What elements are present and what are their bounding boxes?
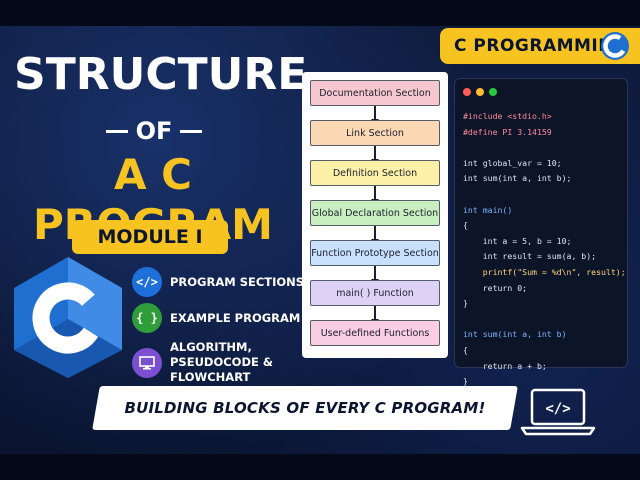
feature-label: ALGORITHM, PSEUDOCODE & FLOWCHART [170, 340, 273, 384]
title-of-rule-right [180, 129, 203, 133]
flow-arrow [371, 266, 379, 284]
code-line: } [463, 376, 468, 387]
code-line: ​ [463, 140, 625, 156]
code-tag-icon: </> [132, 267, 162, 297]
flow-section-user-defined: User-defined Functions [310, 320, 440, 346]
code-line: } [463, 298, 468, 309]
flow-arrow [371, 186, 379, 204]
code-line: int result = sum(a, b); [463, 251, 597, 262]
flow-section-documentation: Documentation Section [310, 80, 440, 106]
code-line: { [463, 220, 468, 231]
banner-text: BUILDING BLOCKS OF EVERY C PROGRAM! [124, 399, 486, 417]
code-line: #define PI 3.14159 [463, 126, 552, 137]
code-line: int global_var = 10; [463, 157, 562, 168]
flow-section-link: Link Section [310, 120, 440, 146]
code-line: printf("Sum = %d\n", result); [463, 266, 626, 277]
window-maximize-dot [489, 88, 497, 96]
curly-braces-icon: { } [132, 303, 162, 333]
c-programming-badge: C PROGRAMMING [440, 28, 640, 64]
window-close-dot [463, 88, 471, 96]
flow-section-main: main( ) Function [310, 280, 440, 306]
code-line: int a = 5, b = 10; [463, 235, 572, 246]
monitor-glyph [139, 355, 155, 369]
code-line: #include <stdio.h> [463, 111, 552, 121]
code-line: int sum(int a, int b) [463, 329, 567, 340]
code-editor-window: #include <stdio.h>#define PI 3.14159​int… [454, 78, 628, 386]
code-line: ​ [463, 187, 625, 203]
flow-section-function-prototype: Function Prototype Section [310, 240, 440, 266]
title-of: OF [100, 117, 208, 145]
letterbox-bottom [0, 454, 640, 480]
flow-section-global-declaration: Global Declaration Section [310, 200, 440, 226]
code-listing: #include <stdio.h>#define PI 3.14159​int… [463, 109, 626, 390]
monitor-icon [132, 347, 162, 378]
feature-label: PROGRAM SECTIONS [170, 274, 305, 289]
laptop-code-icon: </> [520, 388, 596, 436]
window-minimize-dot [476, 88, 484, 96]
feature-example-program: { } EXAMPLE PROGRAM [132, 303, 310, 333]
flow-arrow [371, 106, 379, 124]
flow-arrow [371, 306, 379, 324]
flow-arrow [371, 226, 379, 244]
letterbox-top [0, 0, 640, 26]
title-of-text: OF [135, 117, 173, 145]
c-language-hexagon-logo-icon [14, 257, 122, 378]
flow-arrow [371, 146, 379, 164]
code-line: return a + b; [463, 360, 547, 371]
module-badge: MODULE I [72, 220, 228, 254]
flow-section-definition: Definition Section [310, 160, 440, 186]
c-language-logo-icon [601, 32, 629, 60]
laptop-glyph: </> [545, 401, 570, 417]
code-line: ​ [463, 312, 625, 328]
flowchart-panel: Documentation Section Link Section Defin… [302, 72, 448, 358]
code-line: int main() [463, 204, 513, 215]
feature-label: EXAMPLE PROGRAM [170, 310, 301, 325]
code-line: { [463, 344, 468, 355]
badge-label: C PROGRAMMING [454, 36, 628, 56]
code-line: int sum(int a, int b); [463, 173, 572, 184]
feature-algorithm: ALGORITHM, PSEUDOCODE & FLOWCHART [132, 340, 310, 385]
title-structure: STRUCTURE [14, 49, 308, 100]
title-of-rule-left [105, 129, 128, 133]
code-line: return 0; [463, 282, 528, 293]
feature-program-sections: </> PROGRAM SECTIONS [132, 267, 310, 297]
